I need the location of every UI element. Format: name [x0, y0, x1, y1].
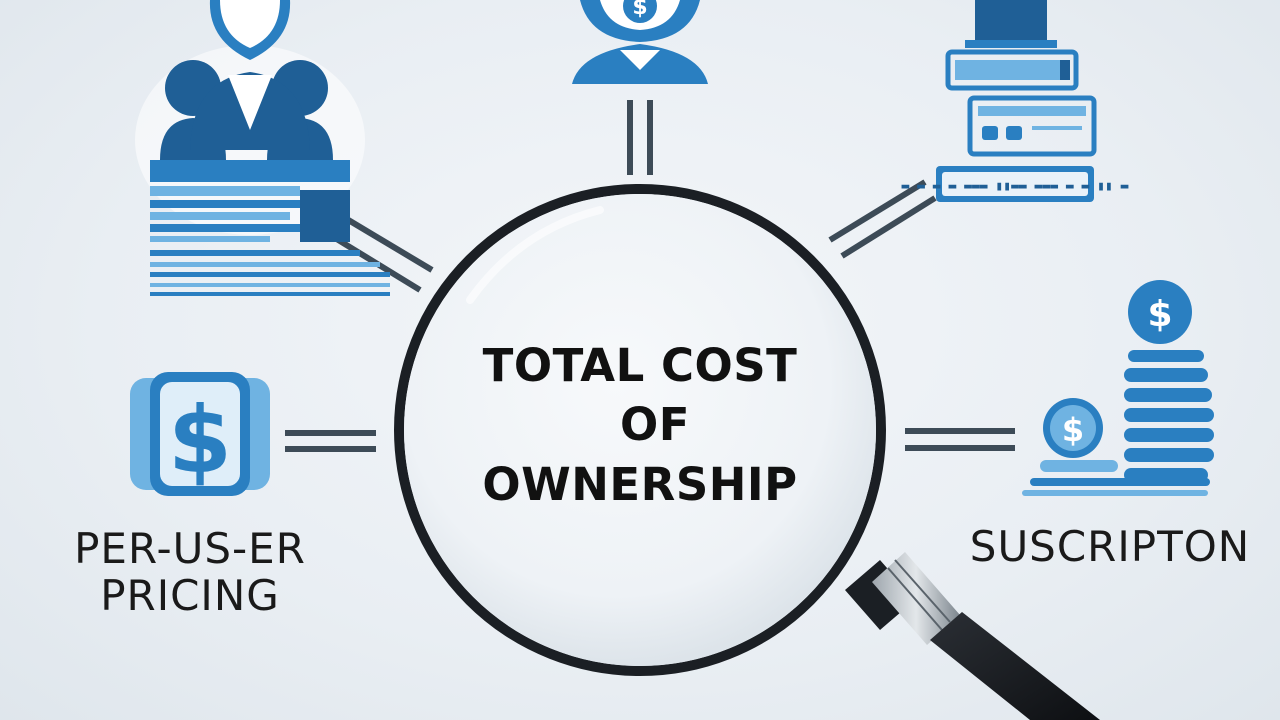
per-user-pricing-line1: PER-US-ER: [74, 524, 306, 573]
server-caption: ▬ ▬ ▬ ▬ ▬▬▬ ▮▮▬▬ ▬▬▬ ▬ ▬ ▮▮ ▬: [902, 179, 1129, 194]
subscription-label-line1: SUSCRIPTON: [969, 522, 1251, 571]
magnifier-lens: [394, 184, 886, 676]
connector-left: [285, 430, 376, 452]
svg-text:$: $: [632, 0, 647, 20]
center-title-line3: OWNERSHIP: [482, 457, 798, 511]
svg-text:$: $: [1147, 294, 1172, 335]
svg-text:$: $: [168, 387, 232, 494]
connector-top-right: [828, 179, 937, 259]
coin-stack-icon: $ $: [1022, 280, 1214, 496]
center-title-line1: TOTAL COST: [482, 339, 798, 392]
per-user-pricing-line2: PRICING: [100, 571, 280, 621]
user-dollar-icon: $: [572, 0, 708, 84]
dollar-shield-icon: $: [130, 372, 270, 496]
connector-lines: [285, 100, 1015, 452]
center-title-line2: OF: [620, 398, 690, 452]
center-title: TOTAL COST OF OWNERSHIP: [445, 336, 835, 514]
subscription-label: SUSCRIPTON: [950, 523, 1270, 570]
magnifier-handle: [845, 552, 1100, 720]
per-user-pricing-label: PER-US-ER PRICING: [40, 525, 340, 619]
team-user-icon: [135, 0, 390, 296]
connector-top-center: [627, 100, 653, 175]
server-hardware-icon: ▬ ▬ ▬ ▬ ▬▬▬ ▮▮▬▬ ▬▬▬ ▬ ▬ ▮▮ ▬: [902, 0, 1129, 202]
connector-right: [905, 428, 1015, 451]
svg-text:$: $: [1062, 411, 1084, 449]
